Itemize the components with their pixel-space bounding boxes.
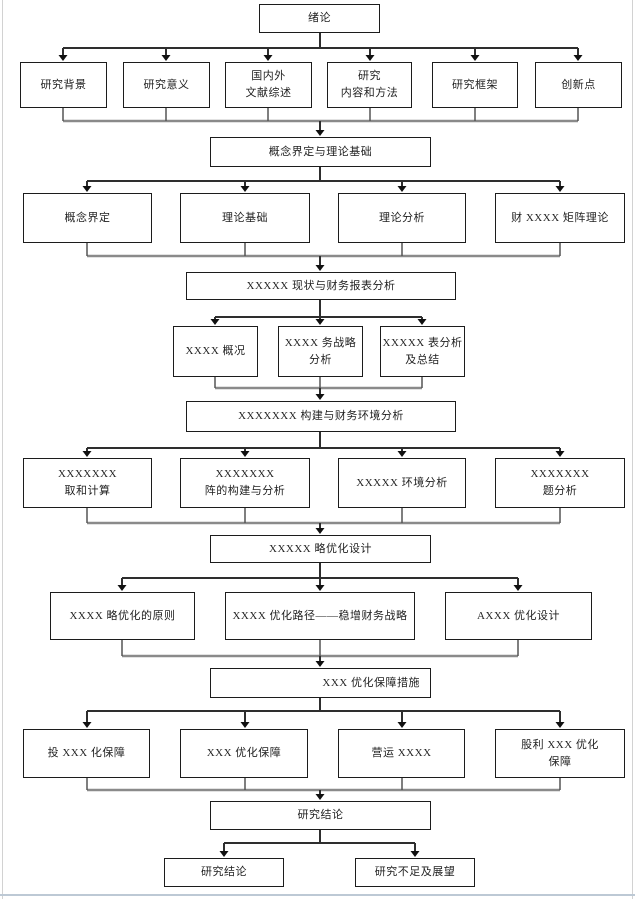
node-axxx-optimization-design: AXXX 优化设计 [445,592,592,640]
node-statement-analysis-summary: XXXXX 表分析 及总结 [380,326,465,377]
node-research-framework: 研究框架 [432,62,518,108]
node-introduction: 绪论 [259,4,380,33]
node-limitations-outlook: 研究不足及展望 [355,858,475,887]
node-matrix-construction-analysis: XXXXXXX 阵的构建与分析 [180,458,310,508]
node-operation: 营运 XXXX [338,729,465,778]
arrowheads [58,55,583,857]
node-innovations: 创新点 [535,62,622,108]
node-research-conclusion-main: 研究结论 [210,801,431,830]
node-matrix-theory: 财 XXXX 矩阵理论 [495,193,625,243]
node-dividend-safeguard: 股利 XXX 优化 保障 [495,729,625,778]
node-selection-calculation: XXXXXXX 取和计算 [23,458,152,508]
node-optimization-design: XXXXX 略优化设计 [210,535,431,563]
node-research-conclusion: 研究结论 [164,858,284,887]
node-theoretical-analysis: 理论分析 [338,193,466,243]
node-research-significance: 研究意义 [123,62,210,108]
node-status-and-statement-analysis: XXXXX 现状与财务报表分析 [186,272,456,300]
node-optimization-safeguard: XXX 优化保障 [180,729,308,778]
page-right-border [632,0,633,899]
node-research-background: 研究背景 [20,62,107,108]
node-concepts-and-theory: 概念界定与理论基础 [210,137,431,167]
node-construction-environment-analysis: XXXXXXX 构建与财务环境分析 [186,401,456,432]
node-concept-definition: 概念界定 [23,193,152,243]
node-problem-analysis: XXXXXXX 题分析 [495,458,625,508]
node-investment-safeguard: 投 XXX 化保障 [23,729,150,778]
node-content-and-methods: 研究 内容和方法 [327,62,412,108]
node-safeguard-measures: XXX 优化保障措施 [210,668,431,698]
page-bottom-border [0,894,635,896]
node-optimization-principles: XXXX 略优化的原则 [50,592,195,640]
node-optimization-path: XXXX 优化路径——稳增财务战略 [225,592,415,640]
node-company-overview: XXXX 概况 [173,326,258,377]
node-environment-analysis: XXXXX 环境分析 [338,458,466,508]
node-theoretical-basis: 理论基础 [180,193,310,243]
node-strategy-analysis: XXXX 务战略 分析 [278,326,363,377]
page-left-border [2,0,3,899]
node-literature-review: 国内外 文献综述 [225,62,312,108]
